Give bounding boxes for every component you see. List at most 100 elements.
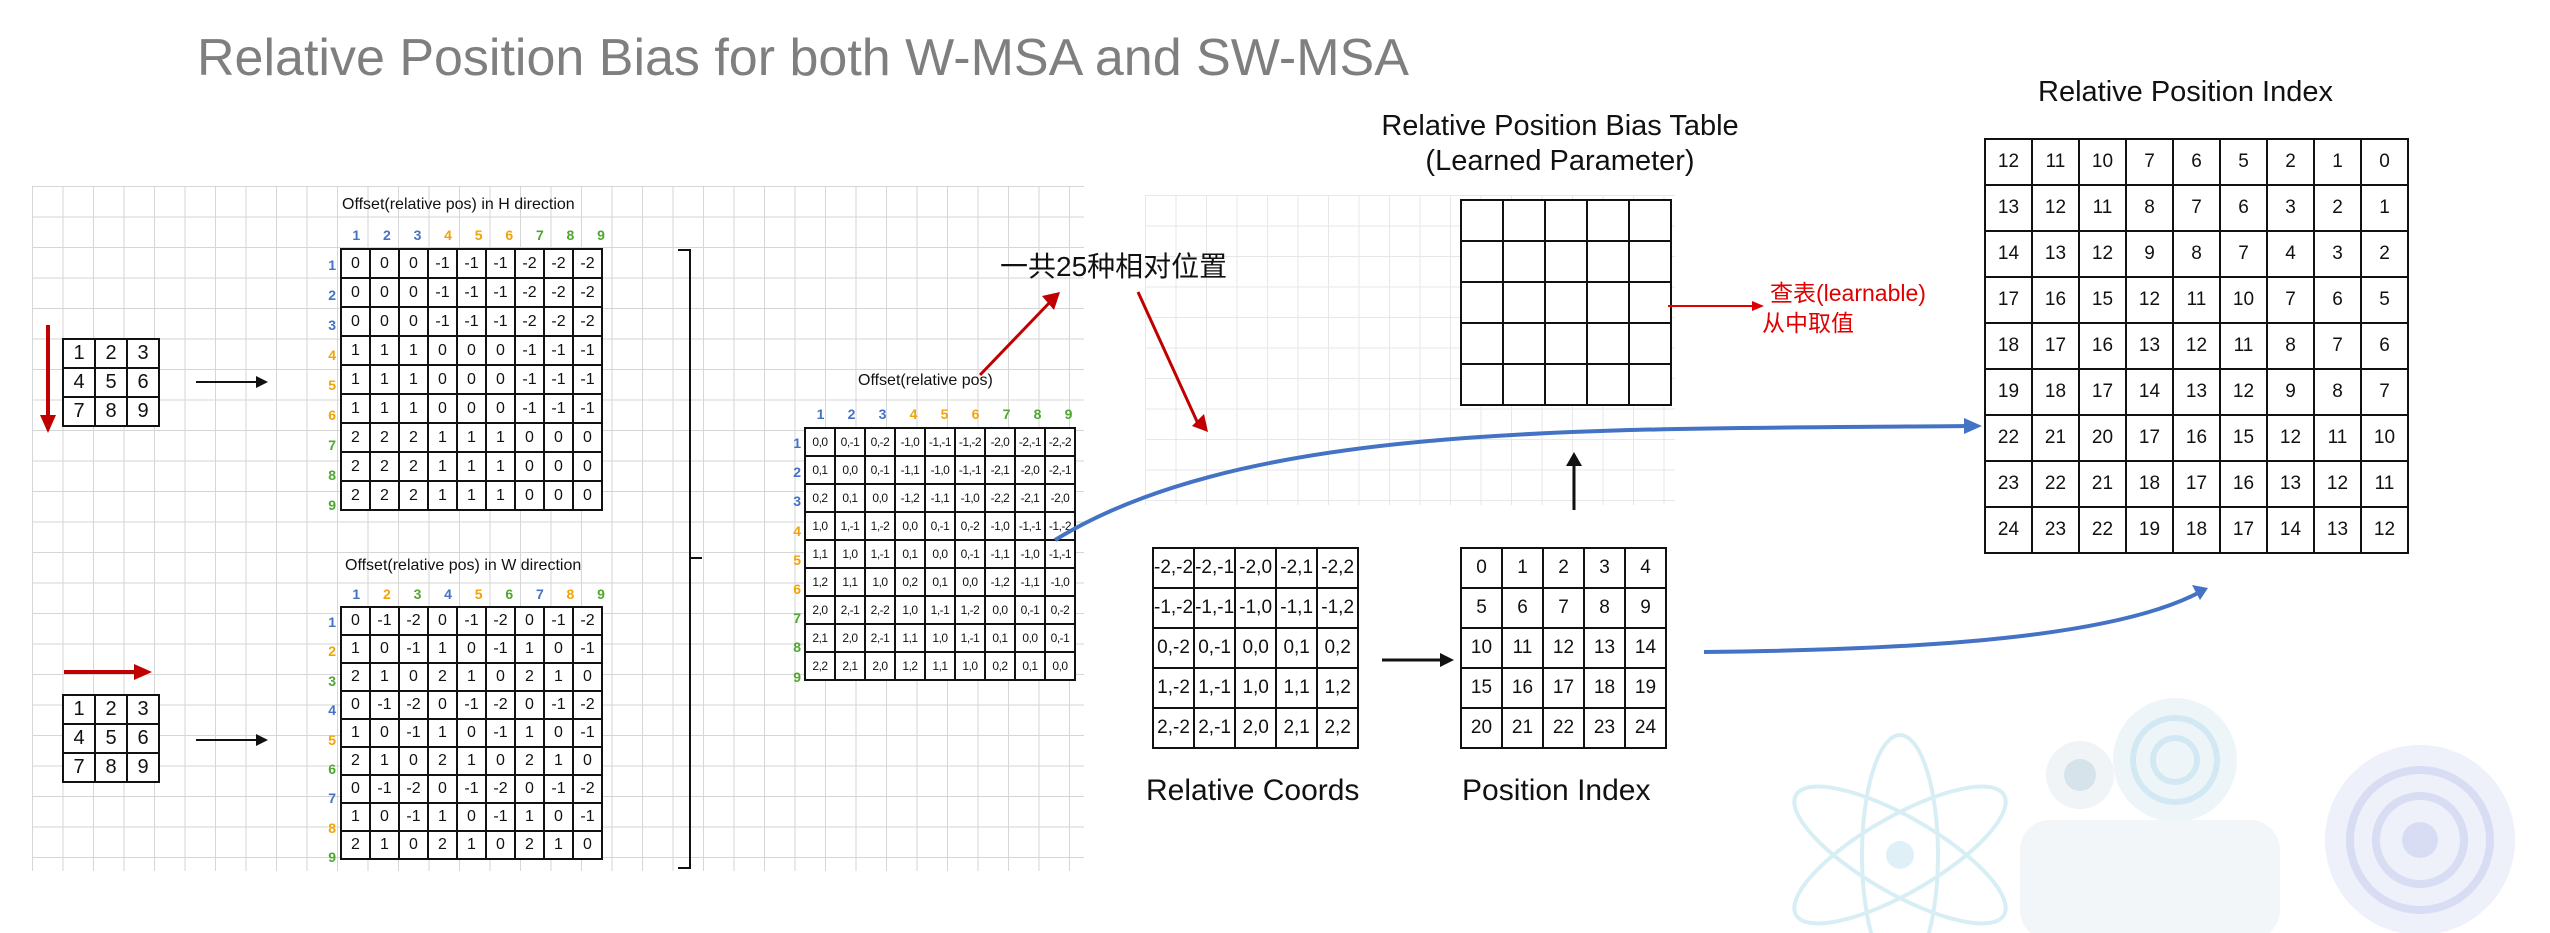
table-cell: 11: [2219, 322, 2268, 370]
table-cell: -2: [572, 248, 603, 279]
table-cell: 2,2: [1316, 707, 1360, 749]
column-header: 8: [566, 227, 575, 243]
column-header: 5: [474, 586, 483, 602]
table-cell: 1: [340, 634, 371, 664]
table-cell: 1: [398, 393, 429, 424]
column-header: 4: [444, 586, 452, 602]
column-header: 5: [474, 227, 483, 243]
table-cell: 4: [2266, 230, 2315, 278]
table-cell: 0: [340, 690, 371, 720]
row-header: 8: [328, 819, 336, 836]
bias-cell: [1544, 199, 1588, 242]
table-cell: 17: [1542, 667, 1585, 709]
table-cell: 4: [62, 723, 96, 754]
table-cell: 15: [2078, 276, 2127, 324]
table-cell: 1: [456, 422, 487, 453]
table-cell: 2,1: [1275, 707, 1319, 749]
table-cell: 0,0: [894, 511, 926, 541]
table-cell: 14: [1984, 230, 2033, 278]
table-cell: 1,-2: [1151, 667, 1196, 709]
table-cell: -1,0: [984, 511, 1016, 541]
column-header: 1: [352, 586, 361, 602]
table-cell: -1: [485, 306, 516, 337]
table-cell: 0: [427, 774, 458, 804]
table-cell: 2: [2266, 138, 2315, 186]
table-cell: 17: [2078, 368, 2127, 416]
table-cell: 7: [2125, 138, 2174, 186]
table-cell: 3: [126, 694, 160, 725]
table-row: [1460, 199, 1672, 242]
row-header: 2: [328, 643, 336, 660]
table-cell: 0,-1: [864, 455, 896, 485]
arrow-right-icon: [196, 372, 268, 397]
table-cell: 1: [456, 451, 487, 482]
table-cell: 6: [2172, 138, 2221, 186]
table-cell: 17: [2125, 414, 2174, 462]
table-cell: 23: [1583, 707, 1626, 749]
table-cell: -2: [543, 248, 574, 279]
table-cell: 0,-1: [924, 511, 956, 541]
table-cell: -2,-2: [1044, 427, 1076, 457]
table-cell: 13: [2031, 230, 2080, 278]
table-cell: 0: [485, 364, 516, 395]
table-cell: 0,0: [1014, 623, 1046, 653]
table-cell: 0: [485, 662, 516, 692]
lookup-arrow: [1668, 301, 1764, 311]
bias-cell: [1586, 281, 1630, 324]
table-cell: 2,1: [804, 623, 836, 653]
table-cell: -2,-2: [1151, 547, 1196, 589]
table-cell: 0,0: [834, 455, 866, 485]
table-cell: 1,1: [894, 623, 926, 653]
table-cell: 6: [2219, 184, 2268, 232]
table-cell: 16: [2078, 322, 2127, 370]
table-cell: 0,0: [1044, 651, 1076, 681]
table-cell: -1: [398, 634, 429, 664]
table-cell: 1: [369, 662, 400, 692]
table-cell: 5: [1460, 587, 1503, 629]
bias-cell: [1502, 363, 1546, 406]
table-cell: 1,1: [924, 651, 956, 681]
table-cell: 17: [2172, 460, 2221, 508]
table-cell: 0: [427, 393, 458, 424]
table-cell: 0: [369, 634, 400, 664]
table-cell: 13: [2125, 322, 2174, 370]
column-header: 7: [535, 227, 544, 243]
table-cell: 1: [398, 364, 429, 395]
table-cell: 7: [62, 752, 96, 783]
bias-cell: [1460, 240, 1504, 283]
table-cell: 20: [2078, 414, 2127, 462]
table-cell: -1: [485, 718, 516, 748]
table-cell: 0,0: [924, 539, 956, 569]
offset-w-title: Offset(relative pos) in W direction: [345, 557, 582, 574]
table-cell: 1: [369, 364, 400, 395]
table-cell: 0: [427, 606, 458, 636]
table-cell: 2: [94, 694, 128, 725]
table-cell: -1: [514, 364, 545, 395]
table-cell: -1: [543, 393, 574, 424]
offset-h-title: Offset(relative pos) in H direction: [342, 196, 575, 213]
table-cell: -1: [456, 306, 487, 337]
table-cell: -1: [369, 774, 400, 804]
table-cell: 6: [126, 723, 160, 754]
table-cell: 2: [1542, 547, 1585, 589]
column-header: 1: [352, 227, 361, 243]
table-row: [1460, 240, 1672, 283]
table-cell: 7: [2219, 230, 2268, 278]
table-cell: 0: [398, 306, 429, 337]
table-cell: 9: [126, 752, 160, 783]
bias-cell: [1460, 281, 1504, 324]
table-cell: -2,-1: [1014, 427, 1046, 457]
table-cell: 1: [369, 830, 400, 860]
table-cell: 5: [2219, 138, 2268, 186]
